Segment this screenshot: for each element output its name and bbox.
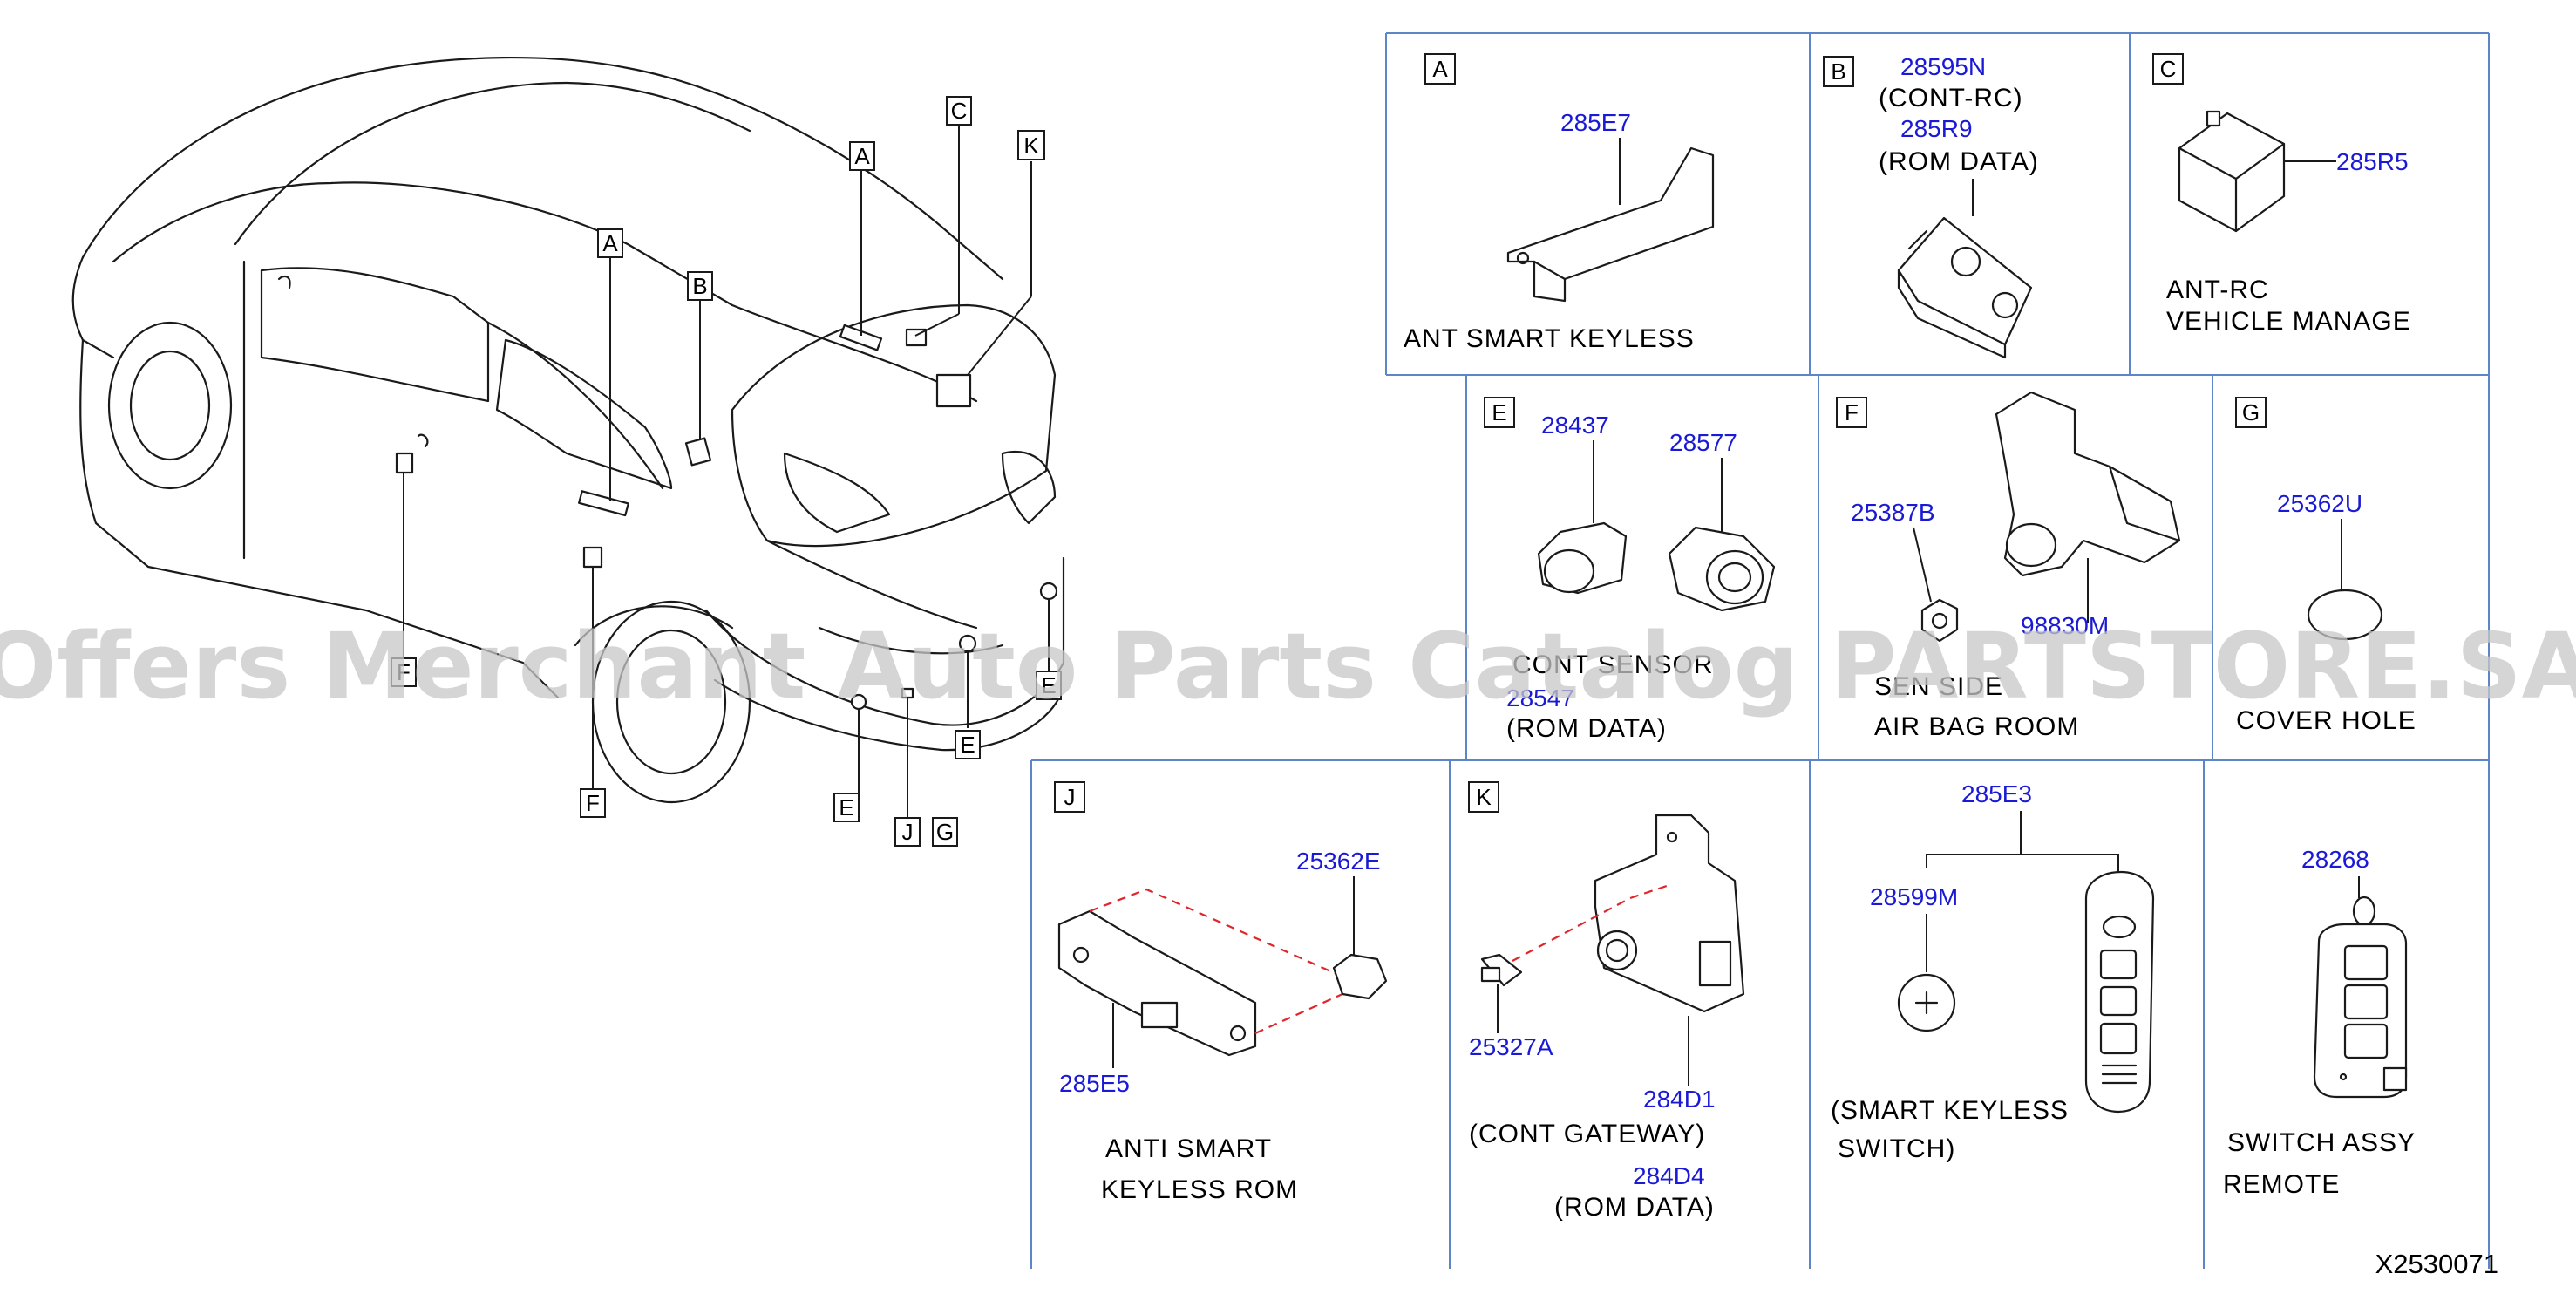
- callout-e-right[interactable]: E: [1041, 672, 1056, 698]
- panel-c-letter: C: [2160, 56, 2177, 82]
- panel-a-description: ANT SMART KEYLESS: [1404, 324, 1695, 353]
- panel-c-description-2: VEHICLE MANAGE: [2166, 307, 2411, 336]
- vehicle-illustration: [71, 57, 1065, 818]
- panel-e-part-number-2[interactable]: 28577: [1669, 429, 1737, 456]
- sensor-retainer-icon: [1668, 526, 1776, 612]
- panel-remote-part-number[interactable]: 28268: [2301, 846, 2369, 873]
- panel-j: J 25362E 285E5 ANTI SMART KEYLESS ROM: [1054, 781, 1388, 1204]
- antenna-module-c-icon: [2178, 110, 2286, 233]
- panel-g-part-number[interactable]: 25362U: [2277, 490, 2362, 517]
- diagram-reference-number: X2530071: [2375, 1249, 2498, 1279]
- panel-remote-description-1: SWITCH ASSY: [2227, 1128, 2416, 1157]
- panel-e: E 28437 28577 CONT SENSOR 28547 (ROM DAT…: [1484, 397, 1776, 743]
- screw-icon: [1897, 973, 1956, 1032]
- callout-b[interactable]: B: [692, 273, 707, 299]
- panel-f-part-number-1[interactable]: 25387B: [1851, 499, 1935, 526]
- callout-f-rear[interactable]: F: [586, 790, 600, 816]
- callout-a-top[interactable]: A: [854, 143, 870, 169]
- panel-k-description-2: (ROM DATA): [1554, 1193, 1715, 1222]
- panel-a-letter: A: [1432, 56, 1448, 82]
- panel-k-part-number-2[interactable]: 284D1: [1643, 1086, 1716, 1113]
- control-unit-b-icon: [1897, 216, 2033, 359]
- panel-k-part-number-1[interactable]: 25327A: [1469, 1033, 1553, 1060]
- panel-e-letter: E: [1492, 399, 1506, 426]
- cover-hole-icon: [2307, 589, 2383, 641]
- callout-e-mid[interactable]: E: [960, 732, 975, 758]
- panel-j-part-number-1[interactable]: 25362E: [1296, 848, 1381, 875]
- callout-e-left[interactable]: E: [839, 794, 853, 821]
- panel-sk-part-number-2[interactable]: 28599M: [1870, 883, 1958, 910]
- callout-a-side[interactable]: A: [602, 230, 618, 256]
- gateway-module-icon: [1594, 814, 1745, 1013]
- nut-icon: [1920, 598, 1959, 643]
- panel-j-description-2: KEYLESS ROM: [1101, 1175, 1298, 1204]
- panel-sk-description-1: (SMART KEYLESS: [1831, 1096, 2069, 1125]
- panel-e-description-1: CONT SENSOR: [1512, 650, 1713, 679]
- vehicle-callouts: A C K A B E E E F F J G: [391, 96, 1062, 847]
- panel-g-description: COVER HOLE: [2236, 706, 2416, 735]
- panel-b-part-number-1[interactable]: 28595N: [1900, 53, 1986, 80]
- panel-smart-keyless: 285E3 28599M (SMART KEYLESS SWITCH): [1831, 780, 2155, 1163]
- watermark-text: Offers Merchant Auto Parts Catalog PARTS…: [0, 613, 2576, 719]
- panel-f: F 25387B 98830M SEN SIDE AIR BAG ROOM: [1836, 391, 2181, 741]
- panel-k-letter: K: [1476, 784, 1492, 810]
- panel-remote: 28268 SWITCH ASSY REMOTE: [2223, 846, 2416, 1199]
- panel-sk-description-2: SWITCH): [1838, 1134, 1955, 1163]
- panel-c: C 285R5 ANT-RC VEHICLE MANAGE: [2152, 53, 2411, 336]
- panel-j-description-1: ANTI SMART: [1105, 1134, 1272, 1163]
- panel-b-description-2: (ROM DATA): [1879, 147, 2039, 176]
- callout-j[interactable]: J: [902, 819, 914, 845]
- panel-b-description-1: (CONT-RC): [1879, 84, 2023, 112]
- panel-a-part-number[interactable]: 285E7: [1560, 109, 1631, 136]
- panel-f-description-1: SEN SIDE: [1874, 672, 2003, 701]
- panel-e-part-number-3[interactable]: 28547: [1506, 684, 1574, 712]
- panel-e-description-2: (ROM DATA): [1506, 714, 1667, 743]
- bolt-icon: [1480, 953, 1523, 987]
- panel-k: K 25327A 284D1 (CONT GATEWAY) 284D4 (ROM…: [1468, 781, 1745, 1222]
- remote-key-icon: [2313, 896, 2408, 1099]
- callout-k[interactable]: K: [1023, 133, 1039, 159]
- panel-sk-part-number-1[interactable]: 285E3: [1961, 780, 2032, 807]
- panel-g: G 25362U COVER HOLE: [2235, 397, 2416, 735]
- airbag-sensor-icon: [1995, 391, 2181, 623]
- panel-f-letter: F: [1845, 399, 1859, 426]
- clip-j-icon: [1332, 953, 1388, 1000]
- panel-c-part-number[interactable]: 285R5: [2336, 148, 2409, 175]
- panel-b: B 28595N (CONT-RC) 285R9 (ROM DATA): [1823, 53, 2039, 359]
- panel-j-part-number-2[interactable]: 285E5: [1059, 1070, 1130, 1097]
- antenna-bracket-icon: [1506, 146, 1715, 303]
- panel-f-part-number-2[interactable]: 98830M: [2021, 612, 2109, 639]
- panel-a: A 285E7 ANT SMART KEYLESS: [1404, 53, 1715, 353]
- panel-k-part-number-3[interactable]: 284D4: [1633, 1162, 1705, 1189]
- callout-f-front[interactable]: F: [397, 659, 411, 685]
- callout-c[interactable]: C: [951, 98, 968, 124]
- panel-remote-description-2: REMOTE: [2223, 1170, 2340, 1199]
- panel-g-letter: G: [2242, 399, 2260, 426]
- panel-grid: [1030, 32, 2490, 1269]
- panel-c-description-1: ANT-RC: [2166, 276, 2269, 304]
- parking-sensor-icon: [1537, 521, 1628, 595]
- callout-g[interactable]: G: [936, 819, 954, 845]
- panel-e-part-number-1[interactable]: 28437: [1541, 412, 1609, 439]
- panel-b-part-number-2[interactable]: 285R9: [1900, 115, 1973, 142]
- panel-f-description-2: AIR BAG ROOM: [1874, 712, 2079, 741]
- panel-j-letter: J: [1064, 784, 1076, 810]
- panel-k-description-1: (CONT GATEWAY): [1469, 1120, 1705, 1148]
- smart-key-fob-icon: [2084, 870, 2155, 1114]
- panel-b-letter: B: [1831, 58, 1845, 85]
- antenna-bracket-j-icon: [1057, 909, 1257, 1057]
